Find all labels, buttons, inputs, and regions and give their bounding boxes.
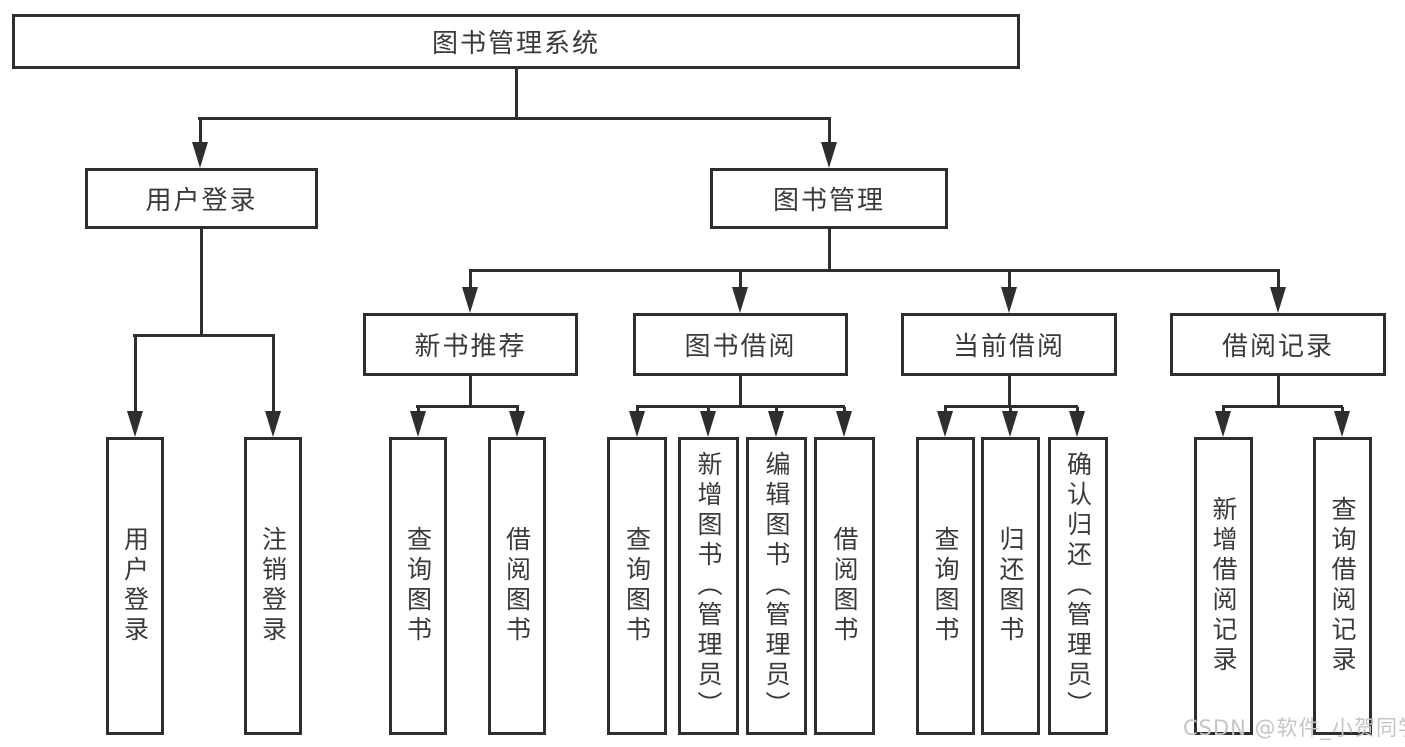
connector-drop (1277, 271, 1280, 289)
leaf-edit-books-admin: 编辑图书（管理员） (746, 437, 807, 735)
leaf-query-books-2-label: 查询图书 (622, 526, 652, 646)
arrow-down-icon (937, 411, 953, 437)
arrow-down-icon (265, 411, 281, 437)
leaf-query-books-1: 查询图书 (389, 437, 447, 735)
connector-user-login-stem (200, 229, 203, 337)
connector-drop (272, 336, 275, 414)
leaf-confirm-return-admin: 确认归还（管理员） (1048, 437, 1108, 735)
arrow-down-icon (732, 287, 748, 313)
watermark: CSDN @软件_小贺同学 (1183, 716, 1405, 740)
node-new-books-label: 新书推荐 (414, 332, 527, 362)
leaf-query-books-3-label: 查询图书 (931, 526, 960, 646)
leaf-query-books-2: 查询图书 (607, 437, 667, 735)
arrow-down-icon (192, 142, 208, 168)
node-new-books: 新书推荐 (363, 313, 578, 376)
leaf-return-books: 归还图书 (981, 437, 1040, 735)
leaf-borrow-books-2: 借阅图书 (814, 437, 875, 735)
connector-book-borrow-stem (739, 376, 742, 407)
arrow-down-icon (1069, 411, 1085, 437)
node-book-borrow: 图书借阅 (633, 313, 848, 376)
node-current-borrow-label: 当前借阅 (952, 332, 1065, 362)
node-borrow-records: 借阅记录 (1170, 313, 1386, 376)
leaf-query-books-3: 查询图书 (916, 437, 975, 735)
connector-drop (739, 271, 742, 289)
leaf-add-borrow-record: 新增借阅记录 (1194, 437, 1253, 735)
leaf-confirm-return-admin-label: 确认归还（管理员） (1063, 451, 1093, 721)
connector-drop (1008, 271, 1011, 289)
leaf-add-books-admin-label: 新增图书（管理员） (694, 451, 723, 721)
arrow-down-icon (821, 142, 837, 168)
leaf-user-login: 用户登录 (106, 437, 164, 735)
connector-user-login-branch (133, 334, 275, 337)
connector-book-mgmt-branch (469, 269, 1280, 272)
leaf-user-login-label: 用户登录 (120, 526, 150, 646)
connector-new-books-stem (469, 376, 472, 407)
arrow-down-icon (462, 287, 478, 313)
node-current-borrow: 当前借阅 (901, 313, 1117, 376)
connector-root-branch (198, 117, 831, 120)
leaf-borrow-books-1-label: 借阅图书 (502, 526, 532, 646)
arrow-down-icon (410, 411, 426, 437)
connector-book-mgmt-drop (828, 119, 831, 149)
arrow-down-icon (127, 411, 143, 437)
arrow-down-icon (1001, 287, 1017, 313)
connector-book-mgmt-stem (828, 229, 831, 272)
leaf-add-borrow-record-label: 新增借阅记录 (1209, 496, 1238, 676)
node-root-label: 图书管理系统 (431, 29, 600, 59)
node-book-borrow-label: 图书借阅 (684, 332, 797, 362)
arrow-down-icon (768, 411, 784, 437)
leaf-borrow-books-2-label: 借阅图书 (830, 526, 859, 646)
connector-new-books-branch (416, 405, 519, 408)
node-root: 图书管理系统 (12, 14, 1020, 69)
leaf-query-books-1-label: 查询图书 (403, 526, 433, 646)
node-user-login-label: 用户登录 (145, 186, 258, 216)
leaf-query-borrow-record-label: 查询借阅记录 (1328, 496, 1357, 676)
arrow-down-icon (1334, 411, 1350, 437)
node-borrow-records-label: 借阅记录 (1221, 332, 1334, 362)
arrow-down-icon (1215, 411, 1231, 437)
connector-current-borrow-stem (1008, 376, 1011, 407)
leaf-borrow-books-1: 借阅图书 (488, 437, 546, 735)
connector-root-stem (515, 68, 518, 119)
arrow-down-icon (509, 411, 525, 437)
leaf-return-books-label: 归还图书 (996, 526, 1025, 646)
node-user-login: 用户登录 (85, 168, 318, 229)
arrow-down-icon (700, 411, 716, 437)
connector-borrow-records-stem (1277, 376, 1280, 407)
connector-drop (469, 271, 472, 289)
node-book-mgmt-label: 图书管理 (772, 186, 885, 216)
leaf-add-books-admin: 新增图书（管理员） (678, 437, 739, 735)
connector-user-login-drop (199, 119, 202, 149)
leaf-edit-books-admin-label: 编辑图书（管理员） (762, 451, 791, 721)
arrow-down-icon (1002, 411, 1018, 437)
leaf-logout: 注销登录 (244, 437, 302, 735)
connector-drop (134, 336, 137, 414)
arrow-down-icon (629, 411, 645, 437)
connector-book-borrow-branch (636, 405, 845, 408)
leaf-query-borrow-record: 查询借阅记录 (1313, 437, 1372, 735)
connector-current-borrow-branch (944, 405, 1078, 408)
arrow-down-icon (836, 411, 852, 437)
node-book-mgmt: 图书管理 (710, 168, 948, 229)
connector-borrow-records-branch (1222, 405, 1343, 408)
leaf-logout-label: 注销登录 (258, 526, 288, 646)
arrow-down-icon (1270, 287, 1286, 313)
